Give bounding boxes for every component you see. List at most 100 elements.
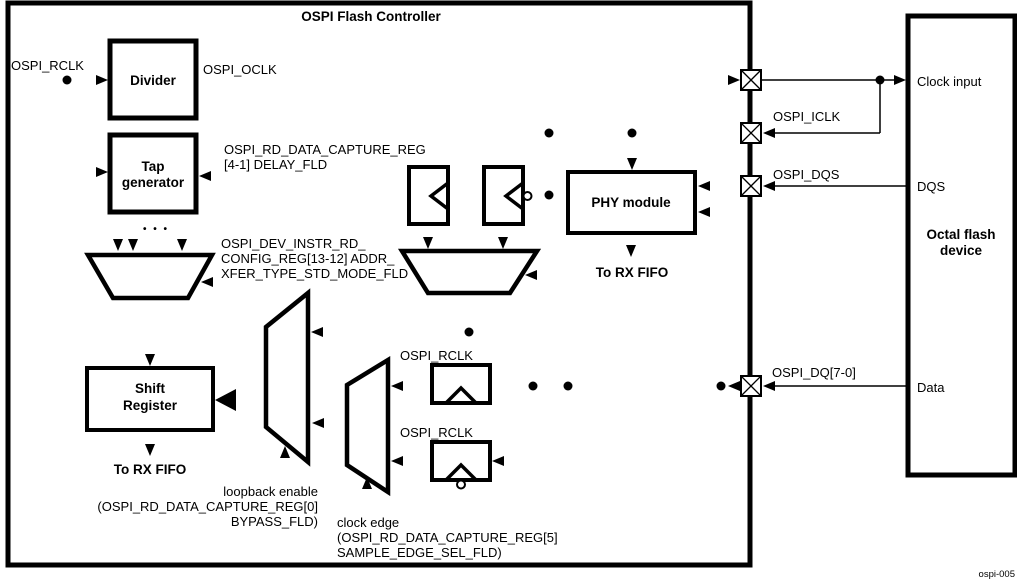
tap-select-mux (84, 252, 216, 301)
pad-dqs (740, 175, 762, 197)
inverted-clock-bubble-icon (456, 479, 466, 490)
tap-ellipsis: • • • (143, 224, 169, 235)
label-loopback-line2: (OSPI_RD_DATA_CAPTURE_REG[0] (97, 499, 318, 514)
arrowhead (391, 381, 403, 391)
arrowhead (312, 418, 324, 428)
flash-device-title-line2: device (940, 243, 983, 258)
tap-generator-label-line1: Tap (142, 159, 165, 174)
arrowhead (177, 239, 187, 251)
label-clock-edge-line1: clock edge (337, 515, 399, 530)
phy-module-label: PHY module (591, 195, 671, 210)
arrowhead (391, 456, 403, 466)
arrowhead (145, 444, 155, 456)
flash-pin-clock-input: Clock input (917, 74, 982, 89)
arrowhead (113, 239, 123, 251)
label-loopback-line3: BYPASS_FLD) (231, 514, 318, 529)
arrowhead (215, 389, 236, 411)
shift-register-label-line1: Shift (135, 381, 165, 396)
arrowhead (698, 181, 710, 191)
junction-dot (544, 128, 554, 138)
junction-dot (563, 381, 573, 391)
arrowhead (96, 75, 108, 85)
label-rclk-ff-rising: OSPI_RCLK (400, 348, 473, 363)
junction-dot (875, 75, 885, 85)
flipflop-iclk-rising (407, 165, 450, 226)
pad-iclk (740, 122, 762, 144)
arrowhead (311, 327, 323, 337)
arrowhead (96, 167, 108, 177)
arrowhead (763, 181, 775, 191)
pad-cross (740, 122, 762, 144)
junction-dots (62, 75, 885, 391)
flipflop-iclk-falling (482, 165, 533, 226)
clock-edge-icon (444, 385, 478, 405)
arrowhead (763, 381, 775, 391)
flash-pin-data: Data (917, 380, 945, 395)
arrowheads (96, 75, 906, 489)
arrowhead (698, 207, 710, 217)
arrowhead (525, 270, 537, 280)
clock-edge-mux (344, 355, 391, 497)
junction-dot (716, 381, 726, 391)
label-delay-field-line2: [4-1] DELAY_FLD (224, 157, 327, 172)
label-ospi-dqs: OSPI_DQS (773, 167, 840, 182)
arrowhead (492, 456, 504, 466)
arrowhead (627, 158, 637, 170)
arrowhead (199, 171, 211, 181)
arrowhead (498, 237, 508, 249)
label-clock-edge-line3: SAMPLE_EDGE_SEL_FLD) (337, 545, 502, 560)
arrowhead (894, 75, 906, 85)
junction-dot (464, 327, 474, 337)
label-delay-field-line1: OSPI_RD_DATA_CAPTURE_REG (224, 142, 426, 157)
label-clock-edge-line2: (OSPI_RD_DATA_CAPTURE_REG[5] (337, 530, 558, 545)
flipflop-box (430, 440, 492, 482)
capture-edge-mux (397, 248, 542, 296)
flash-pin-dqs: DQS (917, 179, 946, 194)
pad-cross (740, 175, 762, 197)
flipflop-rclk-falling (430, 440, 492, 490)
flash-device-title-line1: Octal flash (926, 227, 995, 242)
flipflop-box (482, 165, 525, 226)
clock-edge-icon (428, 181, 450, 211)
arrowhead (145, 354, 155, 366)
tap-generator-block (107, 132, 199, 215)
label-addr-xfer-line1: OSPI_DEV_INSTR_RD_ (221, 236, 366, 251)
diagram-title: OSPI Flash Controller (301, 9, 441, 24)
divider-label: Divider (130, 73, 177, 88)
arrowhead (201, 277, 213, 287)
junction-dot (62, 75, 72, 85)
label-to-rx-fifo-shift: To RX FIFO (114, 462, 187, 477)
label-to-rx-fifo-phy: To RX FIFO (596, 265, 669, 280)
arrowhead (728, 75, 740, 85)
pad-cross (740, 69, 762, 91)
divider-block (107, 38, 199, 121)
clock-edge-icon (444, 462, 478, 482)
tap-generator-label-line2: generator (122, 175, 185, 190)
flipflop-box (430, 363, 492, 405)
label-ospi-rclk: OSPI_RCLK (11, 58, 84, 73)
label-addr-xfer-line3: XFER_TYPE_STD_MODE_FLD (221, 266, 408, 281)
loopback-mux (263, 288, 311, 467)
flipflop-rclk-rising (430, 363, 492, 405)
clock-edge-icon (503, 181, 525, 211)
pad-cross (740, 375, 762, 397)
pad-dq (740, 375, 762, 397)
phy-module-block (566, 170, 697, 235)
shift-register-block (85, 366, 215, 432)
label-addr-xfer-line2: CONFIG_REG[13-12] ADDR_ (221, 251, 395, 266)
label-ospi-oclk: OSPI_OCLK (203, 62, 277, 77)
label-rclk-ff-falling: OSPI_RCLK (400, 425, 473, 440)
arrowhead (280, 446, 290, 458)
label-ospi-dq: OSPI_DQ[7-0] (772, 365, 856, 380)
flash-device-box (905, 13, 1017, 478)
arrowhead (763, 128, 775, 138)
arrowhead (626, 245, 636, 257)
label-loopback-line1: loopback enable (223, 484, 318, 499)
junction-dot (528, 381, 538, 391)
flipflop-box (407, 165, 450, 226)
junction-dot (544, 190, 554, 200)
arrowhead (423, 237, 433, 249)
inverted-clock-bubble-icon (522, 191, 533, 201)
